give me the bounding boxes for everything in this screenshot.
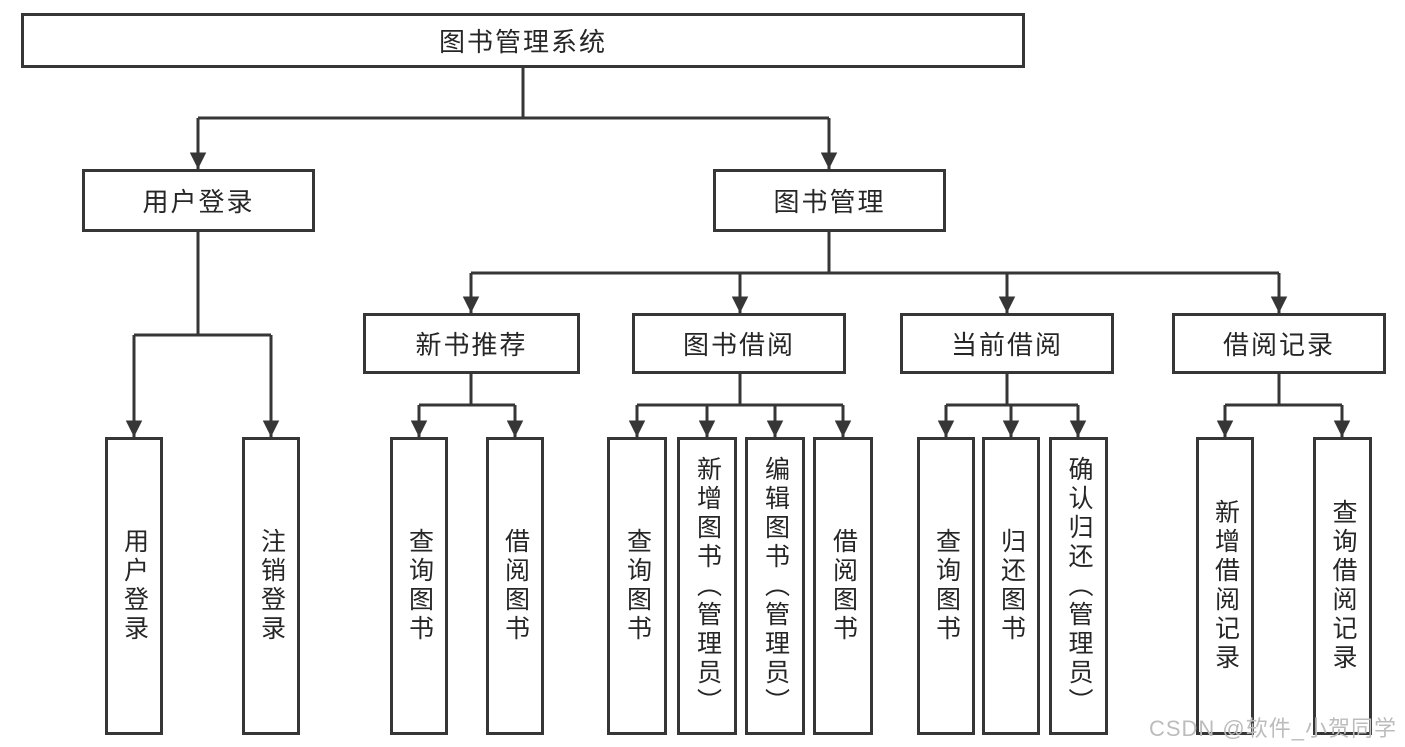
leaf-borrow-books-borrow-label: 借阅图书 <box>829 528 858 644</box>
leaf-confirm-return-admin-label: 确认归还（管理员） <box>1065 455 1093 717</box>
connector-user-login-children <box>125 232 280 437</box>
node-user-login: 用户登录 <box>82 169 315 232</box>
leaf-query-books-recommend-label: 查询图书 <box>405 528 434 644</box>
leaf-add-borrow-record-label: 新增借阅记录 <box>1211 499 1240 673</box>
leaf-borrow-books-borrow: 借阅图书 <box>813 437 873 735</box>
connector-root-to-level2 <box>189 68 838 169</box>
node-root: 图书管理系统 <box>21 13 1025 68</box>
node-borrow-records: 借阅记录 <box>1172 313 1386 374</box>
leaf-query-books-recommend: 查询图书 <box>390 437 448 735</box>
node-book-borrow-label: 图书借阅 <box>682 330 795 360</box>
leaf-user-login-label: 用户登录 <box>120 528 149 644</box>
node-new-book-recommend: 新书推荐 <box>363 313 580 374</box>
watermark: CSDN @软件_小贺同学 <box>1148 716 1397 741</box>
leaf-logout: 注销登录 <box>242 437 300 735</box>
connector-new-book-rec-children <box>410 374 524 437</box>
connector-current-borrow-children <box>937 374 1087 437</box>
connector-book-mgmt-children <box>462 232 1288 313</box>
leaf-borrow-books-recommend-label: 借阅图书 <box>501 528 530 644</box>
leaf-add-books-admin: 新增图书（管理员） <box>677 437 737 735</box>
node-user-login-label: 用户登录 <box>142 187 255 217</box>
node-book-mgmt: 图书管理 <box>713 169 946 232</box>
leaf-return-books: 归还图书 <box>982 437 1040 735</box>
node-root-label: 图书管理系统 <box>438 27 607 57</box>
connector-book-borrow-children <box>628 374 852 437</box>
node-book-borrow: 图书借阅 <box>632 313 846 374</box>
leaf-query-books-borrow-label: 查询图书 <box>623 528 652 644</box>
leaf-query-books-current: 查询图书 <box>917 437 975 735</box>
leaf-add-borrow-record: 新增借阅记录 <box>1196 437 1254 735</box>
leaf-borrow-books-recommend: 借阅图书 <box>486 437 544 735</box>
connector-borrow-records-children <box>1216 374 1351 437</box>
leaf-query-borrow-record-label: 查询借阅记录 <box>1329 499 1357 673</box>
node-book-mgmt-label: 图书管理 <box>773 187 886 217</box>
leaf-return-books-label: 归还图书 <box>997 528 1026 644</box>
leaf-user-login: 用户登录 <box>105 437 163 735</box>
node-new-book-recommend-label: 新书推荐 <box>415 330 528 360</box>
leaf-edit-books-admin-label: 编辑图书（管理员） <box>761 455 790 717</box>
leaf-logout-label: 注销登录 <box>257 528 286 644</box>
leaf-query-books-current-label: 查询图书 <box>932 528 961 644</box>
leaf-add-books-admin-label: 新增图书（管理员） <box>693 455 722 717</box>
leaf-edit-books-admin: 编辑图书（管理员） <box>745 437 805 735</box>
leaf-confirm-return-admin: 确认归还（管理员） <box>1049 437 1108 735</box>
node-current-borrow: 当前借阅 <box>900 313 1114 374</box>
leaf-query-borrow-record: 查询借阅记录 <box>1313 437 1372 735</box>
node-borrow-records-label: 借阅记录 <box>1222 330 1335 360</box>
node-current-borrow-label: 当前借阅 <box>950 330 1063 360</box>
leaf-query-books-borrow: 查询图书 <box>607 437 667 735</box>
